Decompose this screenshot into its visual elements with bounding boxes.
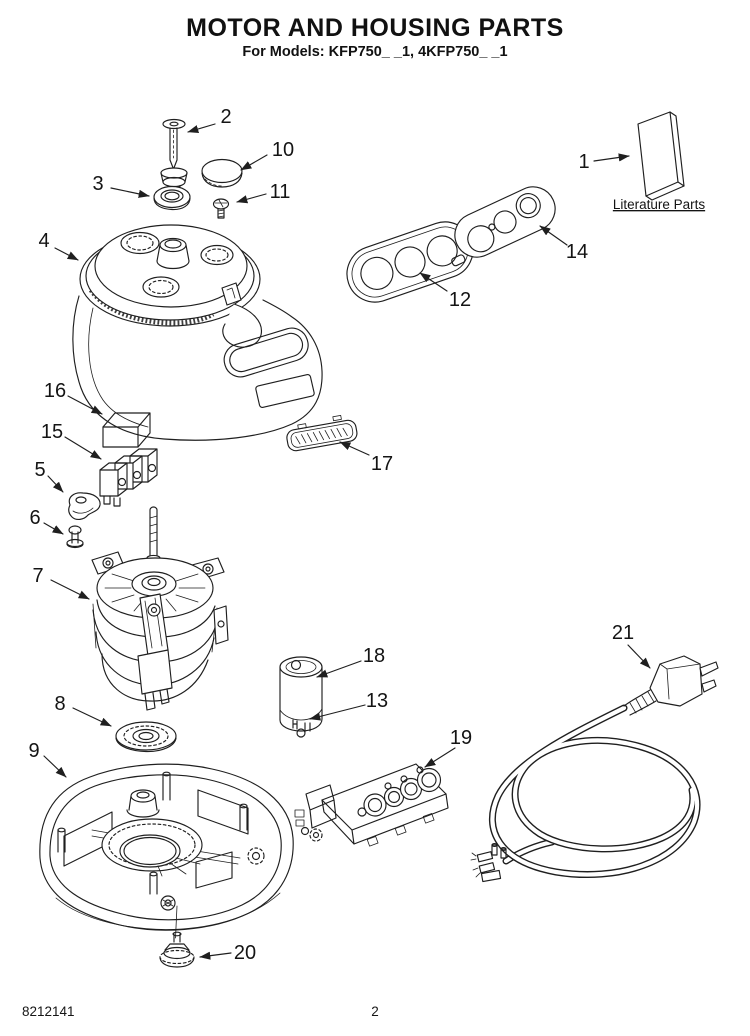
callout-19-number: 19	[450, 727, 472, 749]
switch-bank	[99, 448, 158, 507]
motor-assembly	[91, 506, 229, 711]
page-number: 2	[371, 1004, 379, 1019]
callout-14-number: 14	[566, 241, 588, 263]
shaft-seal	[153, 185, 191, 211]
damper-washer	[115, 721, 177, 753]
callout-9-number: 9	[28, 740, 39, 762]
callout-10: 10	[240, 139, 294, 171]
motor-housing	[72, 224, 323, 441]
callout-7: 7	[32, 565, 90, 600]
callout-18: 18	[316, 645, 385, 678]
button-pad	[451, 186, 556, 267]
control-board	[294, 763, 449, 847]
callout-3: 3	[92, 173, 150, 198]
clip-bracket	[68, 492, 101, 521]
callout-9: 9	[28, 740, 67, 778]
callout-19: 19	[424, 727, 472, 768]
shoulder-screw	[66, 525, 84, 549]
literature-booklet	[637, 111, 685, 201]
callout-21: 21	[612, 622, 651, 669]
kitchenaid-nameplate	[286, 415, 358, 452]
drive-shaft-pin	[160, 118, 188, 194]
callout-20: 20	[199, 942, 256, 964]
cord-terminals	[470, 843, 507, 883]
callout-14: 14	[539, 225, 588, 263]
control-pad-gasket	[346, 221, 474, 303]
callout-1-number: 1	[578, 151, 589, 173]
callout-8: 8	[54, 693, 112, 727]
literature-parts-label: Literature Parts	[613, 197, 706, 212]
callout-13-number: 13	[366, 690, 388, 712]
callout-3-number: 3	[92, 173, 103, 195]
callout-2: 2	[187, 106, 232, 134]
callout-2-number: 2	[220, 106, 231, 128]
power-cord	[470, 655, 719, 883]
rubber-foot	[159, 931, 195, 968]
callout-5-number: 5	[34, 459, 45, 481]
callout-4: 4	[38, 230, 79, 261]
callout-16: 16	[44, 380, 103, 415]
page-title: MOTOR AND HOUSING PARTS	[186, 14, 564, 42]
base-pan	[39, 763, 294, 939]
callout-4-number: 4	[38, 230, 49, 252]
callout-8-number: 8	[54, 693, 65, 715]
callout-10-number: 10	[272, 139, 294, 161]
callout-21-number: 21	[612, 622, 634, 644]
callout-6: 6	[29, 507, 64, 535]
callout-12: 12	[419, 272, 471, 311]
page-subtitle: For Models: KFP750_ _1, 4KFP750_ _1	[242, 44, 508, 60]
callout-15: 15	[41, 421, 102, 460]
callout-18-number: 18	[363, 645, 385, 667]
small-screw	[212, 198, 230, 219]
callout-15-number: 15	[41, 421, 63, 443]
callout-5: 5	[34, 459, 64, 493]
callout-17-number: 17	[371, 453, 393, 475]
callout-7-number: 7	[32, 565, 43, 587]
capacitor	[279, 656, 323, 738]
callout-1: 1	[578, 151, 630, 173]
top-cap	[201, 158, 243, 188]
callout-11-number: 11	[270, 181, 291, 203]
callout-16-number: 16	[44, 380, 66, 402]
callout-13: 13	[309, 690, 388, 721]
callout-17: 17	[339, 441, 393, 475]
callout-11: 11	[236, 181, 291, 204]
page-header: MOTOR AND HOUSING PARTS For Models: KFP7…	[0, 14, 750, 60]
cover-box	[102, 412, 151, 448]
callout-6-number: 6	[29, 507, 40, 529]
callout-20-number: 20	[234, 942, 256, 964]
callout-12-number: 12	[449, 289, 471, 311]
document-number: 8212141	[22, 1004, 75, 1019]
